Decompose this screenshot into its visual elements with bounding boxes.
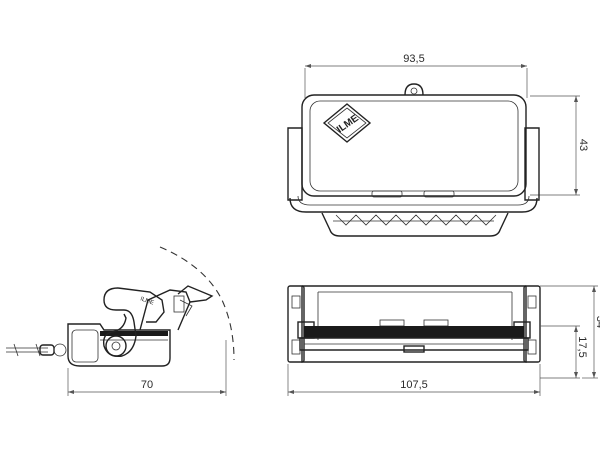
dim-label-93-5: 93,5: [403, 53, 424, 65]
hood-outline: [301, 94, 527, 197]
dim-front-height-total: 34: [540, 285, 600, 379]
right-bracket: [524, 127, 540, 201]
dim-label-17-5: 17,5: [576, 336, 588, 357]
gland-base: [321, 212, 509, 237]
front-view: 107,5 17,5 34: [287, 285, 600, 396]
front-seal: [304, 326, 524, 338]
side-view: ILME 70: [6, 246, 235, 396]
logo-diamond: ILME: [322, 103, 372, 143]
lever-pivot: [105, 335, 127, 357]
dim-top-width: 93,5: [304, 53, 528, 98]
front-right-plate: [523, 285, 541, 363]
frame-bottom: [289, 197, 538, 213]
cable-clip: [39, 344, 55, 356]
swing-arc: [159, 246, 235, 361]
dim-label-70: 70: [141, 379, 153, 391]
dim-side-length: 70: [67, 340, 227, 396]
dim-label-107-5: 107,5: [400, 379, 428, 391]
locking-lever: [102, 287, 137, 357]
hood-lug: [404, 83, 424, 96]
front-left-plate: [287, 285, 305, 363]
dim-label-43: 43: [577, 139, 589, 151]
front-lower-body: [299, 337, 529, 351]
left-bracket: [287, 127, 303, 201]
front-frame: [301, 286, 527, 363]
lever-text: ILME: [139, 296, 154, 306]
dim-label-34: 34: [594, 316, 600, 328]
side-gasket: [100, 331, 168, 336]
front-latch-slot: [403, 345, 425, 353]
dim-front-width: 107,5: [287, 364, 541, 396]
top-view: 93,5 43 ILME: [287, 53, 589, 237]
side-housing: [67, 323, 171, 367]
dim-front-height-upper: 17,5: [540, 325, 588, 379]
side-upper-body: [139, 289, 191, 331]
